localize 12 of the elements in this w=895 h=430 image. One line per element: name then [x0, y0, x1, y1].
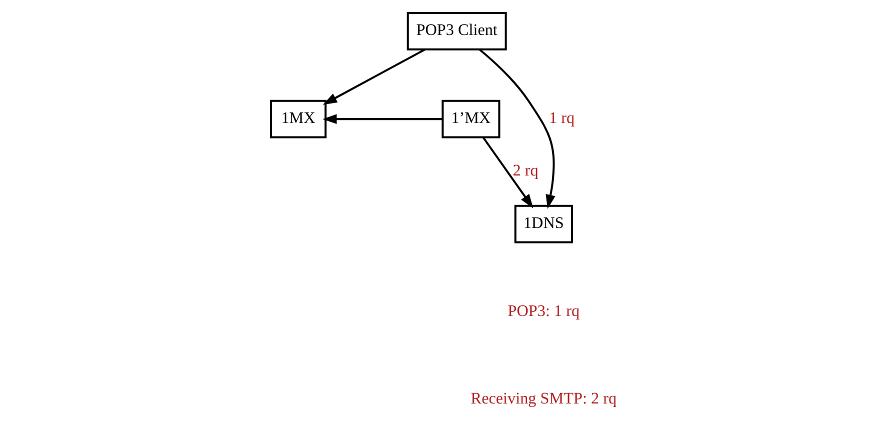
label: Receiving SMTP: 2 rq — [470, 390, 616, 408]
arrow — [322, 48, 425, 104]
node-box: 1DNS — [514, 204, 572, 243]
arrow — [478, 48, 555, 208]
node-box: 1’MX — [441, 99, 500, 138]
node-box: POP3 Client — [406, 12, 506, 50]
edge-label: 1 rq — [548, 109, 574, 126]
arrow — [482, 136, 533, 208]
node-box: 1MX — [270, 99, 326, 138]
label: POP3: 1 rq — [507, 302, 580, 320]
arrow — [322, 114, 442, 124]
edge-label: 2 rq — [512, 162, 538, 179]
